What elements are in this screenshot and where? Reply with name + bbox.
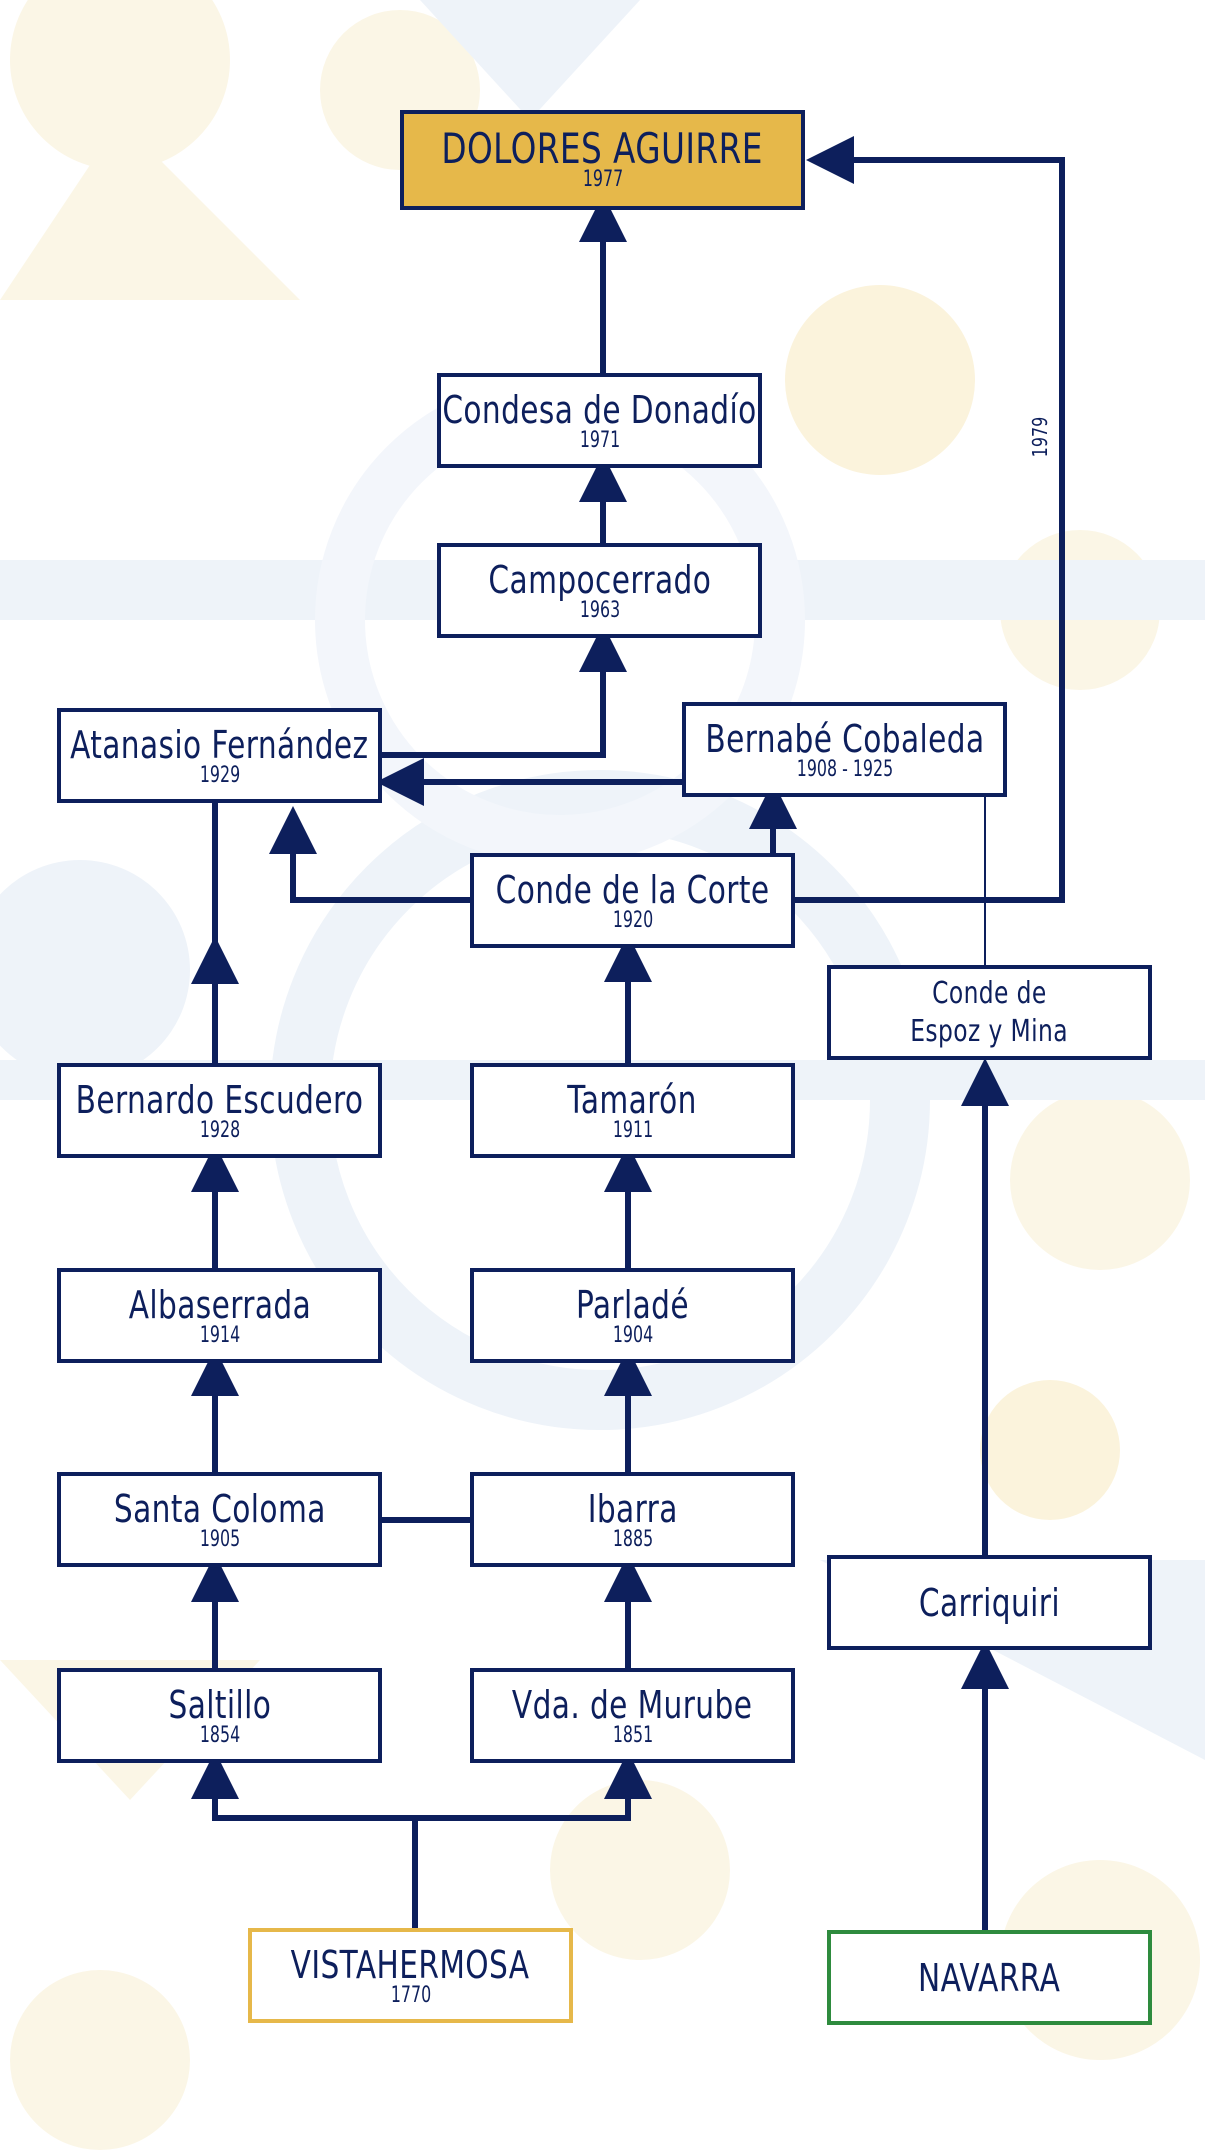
- node-year: 1914: [199, 1322, 240, 1348]
- node-name: Saltillo: [168, 1682, 271, 1727]
- node-name: VISTAHERMOSA: [291, 1942, 530, 1987]
- node-year: 1851: [612, 1722, 653, 1748]
- node-saltillo[interactable]: Saltillo 1854: [57, 1668, 382, 1763]
- node-vda-de-murube[interactable]: Vda. de Murube 1851: [470, 1668, 795, 1763]
- node-year: 1971: [579, 427, 620, 453]
- node-year: 1928: [199, 1117, 240, 1143]
- node-bernabe-cobaleda[interactable]: Bernabé Cobaleda 1908 - 1925: [682, 702, 1007, 797]
- node-conde-de-espoz-y-mina[interactable]: Conde de Espoz y Mina: [827, 965, 1152, 1060]
- node-bernardo-escudero[interactable]: Bernardo Escudero 1928: [57, 1063, 382, 1158]
- node-name: DOLORES AGUIRRE: [441, 124, 764, 173]
- node-name: NAVARRA: [918, 1955, 1061, 2000]
- node-conde-de-la-corte[interactable]: Conde de la Corte 1920: [470, 853, 795, 948]
- node-name: Parladé: [575, 1282, 690, 1327]
- node-name: Carriquiri: [918, 1580, 1061, 1625]
- node-condesa-de-donadio[interactable]: Condesa de Donadío 1971: [437, 373, 762, 468]
- node-name: Condesa de Donadío: [442, 387, 757, 432]
- node-name: Santa Coloma: [113, 1486, 326, 1531]
- node-year: 1854: [199, 1722, 240, 1748]
- node-vistahermosa[interactable]: VISTAHERMOSA 1770: [248, 1928, 573, 2023]
- node-name: Albaserrada: [128, 1282, 311, 1327]
- node-year: 1920: [612, 907, 653, 933]
- node-name: Vda. de Murube: [512, 1682, 753, 1727]
- node-ibarra[interactable]: Ibarra 1885: [470, 1472, 795, 1567]
- node-name: Conde de la Corte: [495, 867, 770, 912]
- node-atanasio-fernandez[interactable]: Atanasio Fernández 1929: [57, 708, 382, 803]
- edge-label-1979: 1979: [1028, 416, 1052, 458]
- node-campocerrado[interactable]: Campocerrado 1963: [437, 543, 762, 638]
- node-name: Campocerrado: [488, 557, 711, 602]
- node-name-line2: Espoz y Mina: [910, 1013, 1069, 1049]
- node-name: Tamarón: [567, 1077, 698, 1122]
- node-parlade[interactable]: Parladé 1904: [470, 1268, 795, 1363]
- node-year: 1963: [579, 597, 620, 623]
- node-name: Bernabé Cobaleda: [704, 716, 985, 761]
- node-name: Bernardo Escudero: [75, 1077, 364, 1122]
- node-year: 1770: [390, 1982, 431, 2008]
- node-year: 1905: [199, 1526, 240, 1552]
- node-year: 1885: [612, 1526, 653, 1552]
- node-year: 1911: [612, 1117, 653, 1143]
- node-tamaron[interactable]: Tamarón 1911: [470, 1063, 795, 1158]
- node-dolores-aguirre[interactable]: DOLORES AGUIRRE 1977: [400, 110, 805, 210]
- node-name: Atanasio Fernández: [70, 722, 369, 767]
- node-name-line1: Conde de: [932, 975, 1047, 1011]
- node-year: 1929: [199, 762, 240, 788]
- node-navarra[interactable]: NAVARRA: [827, 1930, 1152, 2025]
- node-name: Ibarra: [587, 1486, 678, 1531]
- node-year: 1977: [582, 167, 623, 192]
- node-year: 1904: [612, 1322, 653, 1348]
- node-year: 1908 - 1925: [796, 756, 893, 782]
- node-santa-coloma[interactable]: Santa Coloma 1905: [57, 1472, 382, 1567]
- node-albaserrada[interactable]: Albaserrada 1914: [57, 1268, 382, 1363]
- node-carriquiri[interactable]: Carriquiri: [827, 1555, 1152, 1650]
